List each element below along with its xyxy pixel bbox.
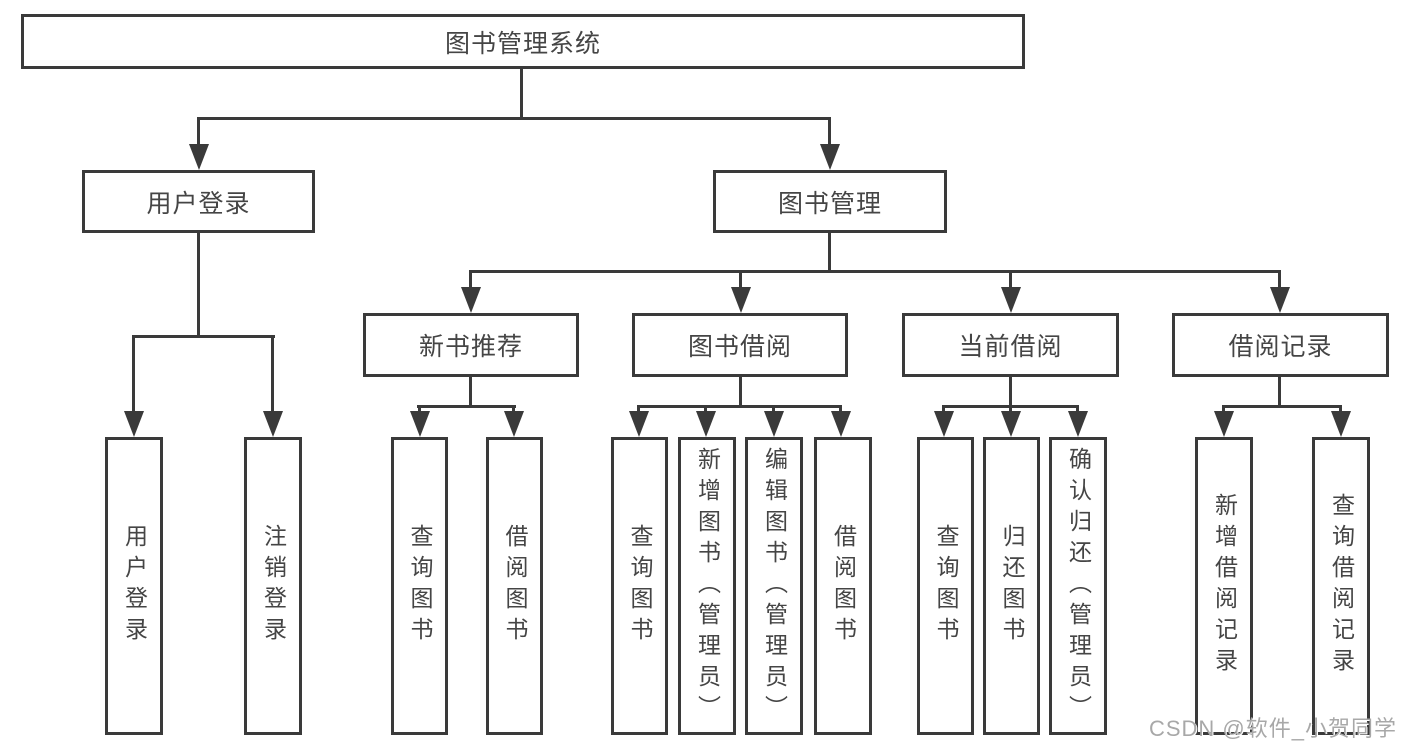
connector-line — [469, 377, 472, 408]
leaf-query-books-current: 查询图书 — [917, 437, 974, 735]
leaf-confirm-return-admin: 确认归还（管理员） — [1049, 437, 1107, 735]
connector-line — [469, 270, 1281, 273]
connector-line — [512, 405, 515, 415]
connector-line — [1009, 405, 1012, 415]
node-label: 图书借阅 — [687, 333, 792, 361]
connector-line — [637, 405, 640, 415]
node-book-borrow: 图书借阅 — [632, 313, 848, 377]
connector-line — [739, 377, 742, 408]
connector-line — [132, 335, 135, 415]
node-label: 查询图书 — [407, 524, 433, 648]
node-label: 借阅图书 — [502, 524, 528, 648]
node-label: 查询借阅记录 — [1328, 493, 1355, 679]
arrow-down-icon — [934, 411, 954, 437]
leaf-borrow-books-newbook: 借阅图书 — [486, 437, 543, 735]
connector-line — [520, 69, 523, 118]
node-label: 注销登录 — [260, 524, 287, 648]
connector-line — [1009, 270, 1012, 292]
connector-line — [828, 233, 831, 273]
node-label: 新增图书（管理员） — [694, 446, 721, 726]
leaf-return-book: 归还图书 — [983, 437, 1040, 735]
connector-line — [132, 335, 275, 338]
leaf-user-login: 用户登录 — [105, 437, 163, 735]
root-node-library-system: 图书管理系统 — [21, 14, 1025, 69]
leaf-query-books-newbook: 查询图书 — [391, 437, 448, 735]
node-label: 用户登录 — [121, 524, 148, 648]
node-label: 图书管理 — [777, 189, 882, 218]
node-label: 借阅图书 — [830, 524, 857, 648]
connector-line — [197, 117, 831, 120]
arrow-down-icon — [1331, 411, 1351, 437]
node-label: 借阅记录 — [1228, 333, 1333, 361]
node-label: 编辑图书（管理员） — [761, 446, 788, 726]
leaf-query-borrow-record: 查询借阅记录 — [1312, 437, 1370, 735]
arrow-down-icon — [263, 411, 283, 437]
connector-line — [271, 335, 274, 415]
connector-line — [772, 405, 775, 415]
leaf-add-borrow-record: 新增借阅记录 — [1195, 437, 1253, 735]
node-current-borrow: 当前借阅 — [902, 313, 1119, 377]
arrow-down-icon — [820, 144, 840, 170]
node-book-management: 图书管理 — [713, 170, 947, 233]
connector-line — [469, 270, 472, 292]
node-label: 查询图书 — [933, 524, 959, 648]
node-label: 图书管理系统 — [444, 29, 601, 58]
arrow-down-icon — [731, 287, 751, 313]
connector-line — [704, 405, 707, 415]
connector-line — [418, 405, 421, 415]
arrow-down-icon — [1001, 411, 1021, 437]
leaf-edit-book-admin: 编辑图书（管理员） — [745, 437, 803, 735]
node-label: 确认归还（管理员） — [1065, 446, 1092, 726]
csdn-watermark: CSDN @软件_小贺同学 — [1148, 716, 1397, 741]
connector-line — [942, 405, 945, 415]
connector-line — [739, 270, 742, 292]
connector-line — [839, 405, 842, 415]
connector-line — [417, 405, 516, 408]
arrow-down-icon — [629, 411, 649, 437]
node-borrow-records: 借阅记录 — [1172, 313, 1389, 377]
connector-line — [1222, 405, 1225, 415]
connector-line — [1278, 377, 1281, 408]
node-label: 当前借阅 — [958, 333, 1063, 361]
arrow-down-icon — [124, 411, 144, 437]
connector-line — [1222, 405, 1342, 408]
node-label: 用户登录 — [146, 189, 251, 218]
node-new-book-recommend: 新书推荐 — [363, 313, 579, 377]
connector-line — [1278, 270, 1281, 292]
arrow-down-icon — [831, 411, 851, 437]
node-label: 查询图书 — [627, 524, 653, 648]
connector-line — [637, 405, 842, 408]
connector-line — [1339, 405, 1342, 415]
leaf-add-book-admin: 新增图书（管理员） — [678, 437, 736, 735]
node-label: 新增借阅记录 — [1211, 493, 1238, 679]
node-label: 归还图书 — [999, 524, 1025, 648]
node-user-login: 用户登录 — [82, 170, 315, 233]
connector-line — [197, 117, 200, 147]
arrow-down-icon — [1068, 411, 1088, 437]
connector-line — [828, 117, 831, 147]
leaf-logout: 注销登录 — [244, 437, 302, 735]
arrow-down-icon — [1001, 287, 1021, 313]
arrow-down-icon — [1214, 411, 1234, 437]
connector-line — [197, 233, 200, 337]
arrow-down-icon — [696, 411, 716, 437]
node-label: 新书推荐 — [418, 333, 523, 361]
arrow-down-icon — [504, 411, 524, 437]
arrow-down-icon — [764, 411, 784, 437]
connector-line — [1076, 405, 1079, 415]
leaf-query-books-borrow: 查询图书 — [611, 437, 668, 735]
arrow-down-icon — [410, 411, 430, 437]
arrow-down-icon — [1270, 287, 1290, 313]
connector-line — [1009, 377, 1012, 408]
leaf-borrow-books-borrow: 借阅图书 — [814, 437, 872, 735]
arrow-down-icon — [461, 287, 481, 313]
arrow-down-icon — [189, 144, 209, 170]
